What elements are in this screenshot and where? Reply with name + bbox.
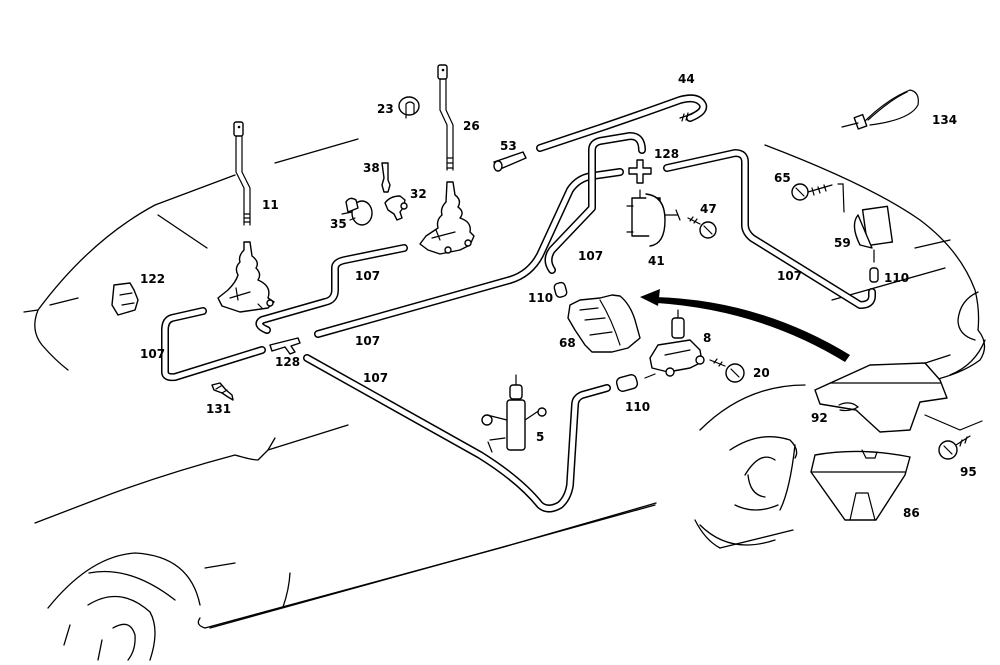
- hose-44: [536, 94, 708, 152]
- part-11-rod: [233, 121, 251, 226]
- part-110-sleeve-right: [869, 267, 879, 283]
- location-arrow: [640, 289, 850, 362]
- part-128-junction-lower: [269, 337, 301, 355]
- callout-53: 53: [500, 139, 517, 153]
- callout-26: 26: [463, 119, 480, 133]
- part-38-clip: [381, 162, 391, 193]
- callout-107-right: 107: [777, 269, 802, 283]
- part-110-sleeve-center: [553, 281, 568, 298]
- part-23-grommet: [398, 96, 420, 119]
- hose-107-lower: [303, 354, 611, 513]
- part-valve-bellows-left: [217, 241, 275, 313]
- callout-32: 32: [410, 187, 427, 201]
- callout-23: 23: [377, 102, 394, 116]
- part-122-clip: [111, 282, 139, 316]
- callout-38: 38: [363, 161, 380, 175]
- callout-128-lower: 128: [275, 355, 300, 369]
- hose-107-upper-mid: [255, 244, 408, 334]
- callout-122: 122: [140, 272, 165, 286]
- part-128-junction-upper: [628, 159, 652, 184]
- part-134-cable-tie: [841, 89, 919, 130]
- callout-128-upper: 128: [654, 147, 679, 161]
- callout-20: 20: [753, 366, 770, 380]
- callout-107-mid: 107: [355, 334, 380, 348]
- callout-41: 41: [648, 254, 665, 268]
- part-92-shield: [814, 362, 983, 433]
- callout-131: 131: [206, 402, 231, 416]
- callout-35: 35: [330, 217, 347, 231]
- part-26-rod: [437, 64, 454, 171]
- part-95-screw: [938, 435, 971, 460]
- hose-107-left-loop: [161, 307, 266, 382]
- part-68-pump: [567, 294, 641, 353]
- part-47-screw: [687, 216, 717, 239]
- callout-107-lower: 107: [363, 371, 388, 385]
- part-86-shield: [810, 449, 911, 521]
- hose-107-upper-u: [544, 132, 646, 274]
- callout-107-left: 107: [140, 347, 165, 361]
- part-110-sleeve-lower: [615, 374, 639, 392]
- callout-107-upper-left: 107: [355, 269, 380, 283]
- callout-95: 95: [960, 465, 977, 479]
- callout-92: 92: [811, 411, 828, 425]
- hose-107-long-center: [314, 168, 624, 338]
- callout-8: 8: [703, 331, 711, 345]
- part-35-clamp: [341, 197, 373, 226]
- car-body-outline: [23, 138, 986, 661]
- callout-134: 134: [932, 113, 957, 127]
- part-8-valve: [644, 309, 705, 379]
- part-53-plug: [493, 151, 527, 172]
- callout-11: 11: [262, 198, 279, 212]
- part-65-screw: [791, 183, 845, 213]
- part-59-valve: [853, 205, 894, 263]
- callout-44: 44: [678, 72, 695, 86]
- part-valve-bellows-center: [419, 181, 475, 255]
- callout-110-right: 110: [884, 271, 909, 285]
- callout-59: 59: [834, 236, 851, 250]
- callout-107-center: 107: [578, 249, 603, 263]
- callout-65: 65: [774, 171, 791, 185]
- callout-labels: 11 23 26 38 32 35 44 53 128 134 65 47 59…: [140, 72, 977, 520]
- callout-110-lower: 110: [625, 400, 650, 414]
- callout-5: 5: [536, 430, 544, 444]
- callout-86: 86: [903, 506, 920, 520]
- callout-110-center: 110: [528, 291, 553, 305]
- part-32-fitting: [384, 195, 408, 221]
- part-20-screw: [709, 358, 745, 383]
- part-41-valve: [626, 189, 681, 247]
- callout-47: 47: [700, 202, 717, 216]
- part-131-clips: [211, 382, 234, 401]
- hose-107-right: [663, 149, 876, 309]
- part-5-valve: [481, 374, 547, 453]
- callout-68: 68: [559, 336, 576, 350]
